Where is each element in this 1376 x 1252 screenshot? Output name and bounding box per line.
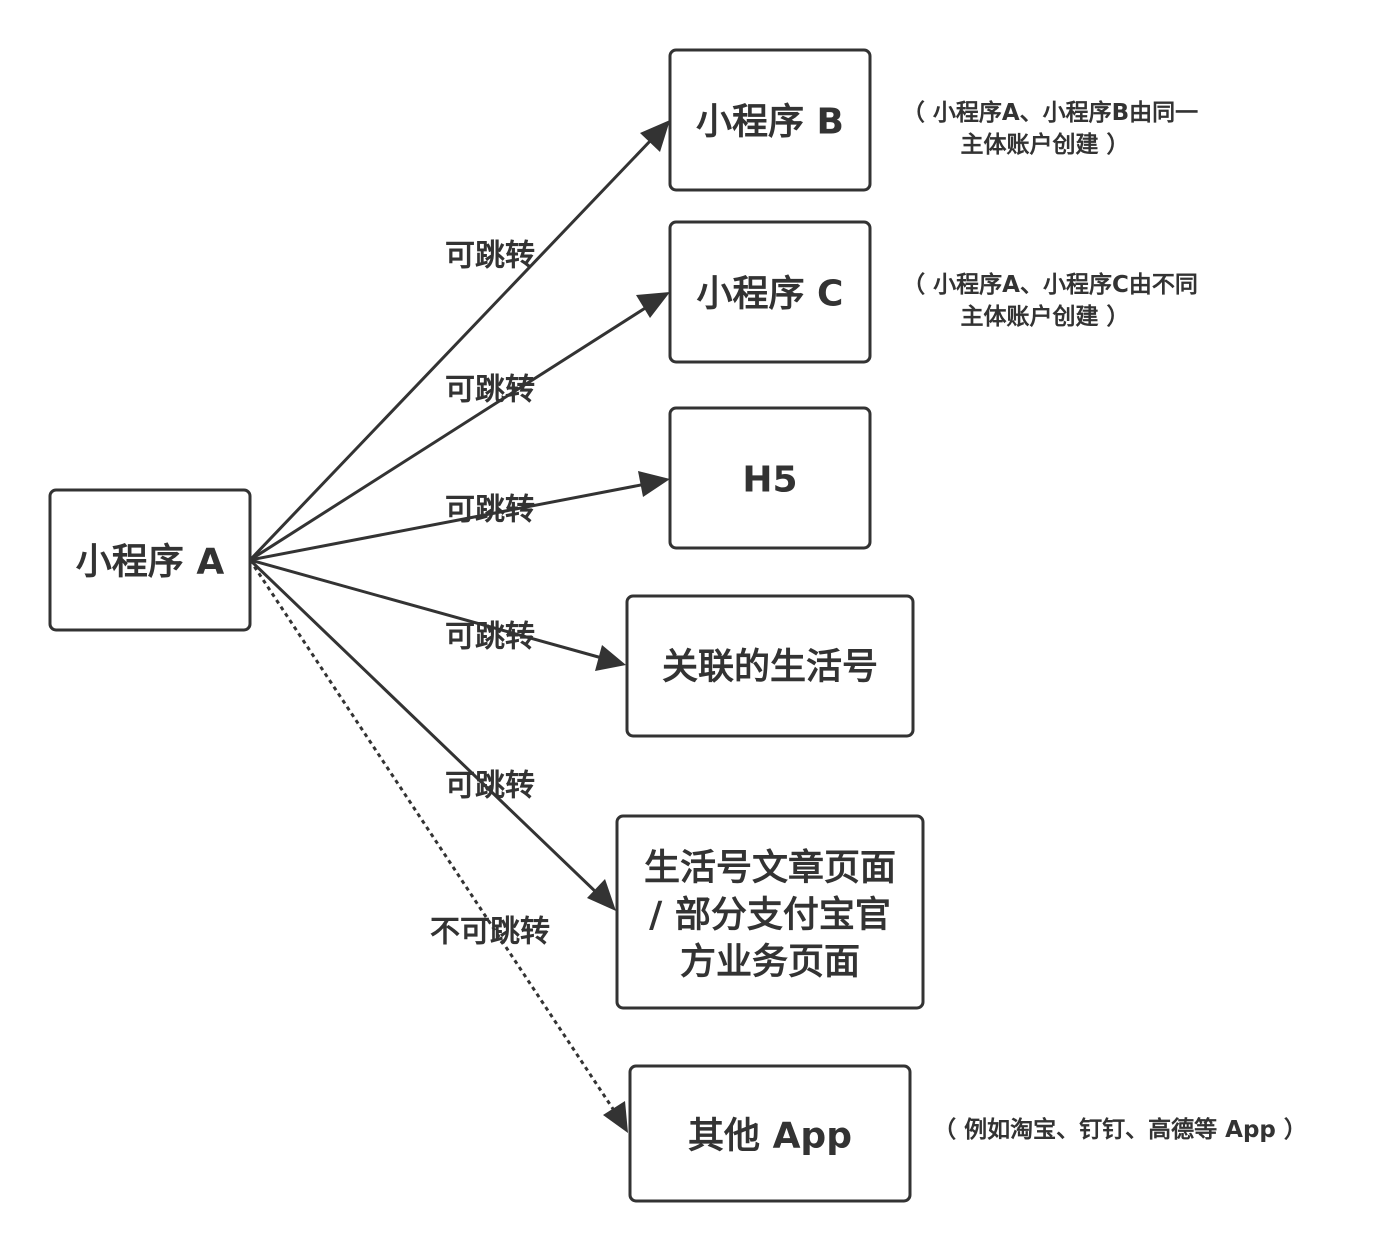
node-label-article-line-3: 方业务页面: [680, 942, 860, 983]
note-mini-b-line-1: （ 小程序A、小程序B由同一: [902, 99, 1198, 126]
node-label-h5: H5: [742, 460, 797, 501]
edge-labels: 可跳转 可跳转 可跳转 可跳转 可跳转 不可跳转: [430, 239, 550, 950]
edge-to-other-app: [248, 559, 628, 1133]
node-label-other-app: 其他 App: [688, 1116, 852, 1157]
edge-to-life-account: [249, 558, 626, 671]
node-label-mini-c: 小程序 C: [697, 274, 844, 315]
arrowhead-icon: [603, 1101, 628, 1133]
note-mini-c-line-2: 主体账户创建 ）: [960, 303, 1129, 330]
edge-label-to-mini-b: 可跳转: [445, 239, 535, 274]
edge-to-article: [248, 558, 616, 911]
edge-to-mini-c: [249, 292, 670, 562]
node-label-article-line-1: 生活号文章页面: [644, 847, 896, 889]
edge-label-to-other-app: 不可跳转: [430, 915, 550, 950]
edges: [248, 120, 670, 1133]
node-h5: H5: [668, 406, 872, 550]
node-source: 小程序 A: [48, 488, 252, 632]
edge-label-to-life-account: 可跳转: [445, 620, 535, 655]
arrowhead-icon: [595, 645, 626, 671]
note-mini-c-line-1: （ 小程序A、小程序C由不同: [902, 271, 1198, 298]
arrowhead-icon: [640, 120, 670, 152]
node-label-article-line-2: / 部分支付宝官: [649, 895, 891, 936]
node-article: 生活号文章页面 / 部分支付宝官 方业务页面: [615, 814, 925, 1010]
node-label-life-account: 关联的生活号: [662, 647, 878, 688]
note-mini-b-line-2: 主体账户创建 ）: [960, 131, 1129, 158]
arrowhead-icon: [636, 292, 670, 318]
edge-to-h5: [249, 471, 670, 562]
node-label-source: 小程序 A: [76, 542, 225, 583]
note-other-app: （ 例如淘宝、钉钉、高德等 App ）: [933, 1116, 1307, 1143]
edge-to-mini-b: [248, 120, 670, 562]
node-life-account: 关联的生活号: [625, 594, 915, 738]
node-label-mini-b: 小程序 B: [696, 102, 844, 143]
note-other-app-line-1: （ 例如淘宝、钉钉、高德等 App ）: [933, 1116, 1307, 1143]
arrowhead-icon: [638, 471, 670, 497]
note-mini-b: （ 小程序A、小程序B由同一 主体账户创建 ）: [902, 99, 1198, 158]
edge-label-to-article: 可跳转: [445, 769, 535, 804]
note-mini-c: （ 小程序A、小程序C由不同 主体账户创建 ）: [902, 271, 1198, 330]
node-other-app: 其他 App: [628, 1064, 912, 1203]
edge-label-to-mini-c: 可跳转: [445, 373, 535, 408]
arrowhead-icon: [587, 879, 616, 911]
node-mini-b: 小程序 B: [668, 48, 872, 192]
node-mini-c: 小程序 C: [668, 220, 872, 364]
edge-label-to-h5: 可跳转: [445, 493, 535, 528]
